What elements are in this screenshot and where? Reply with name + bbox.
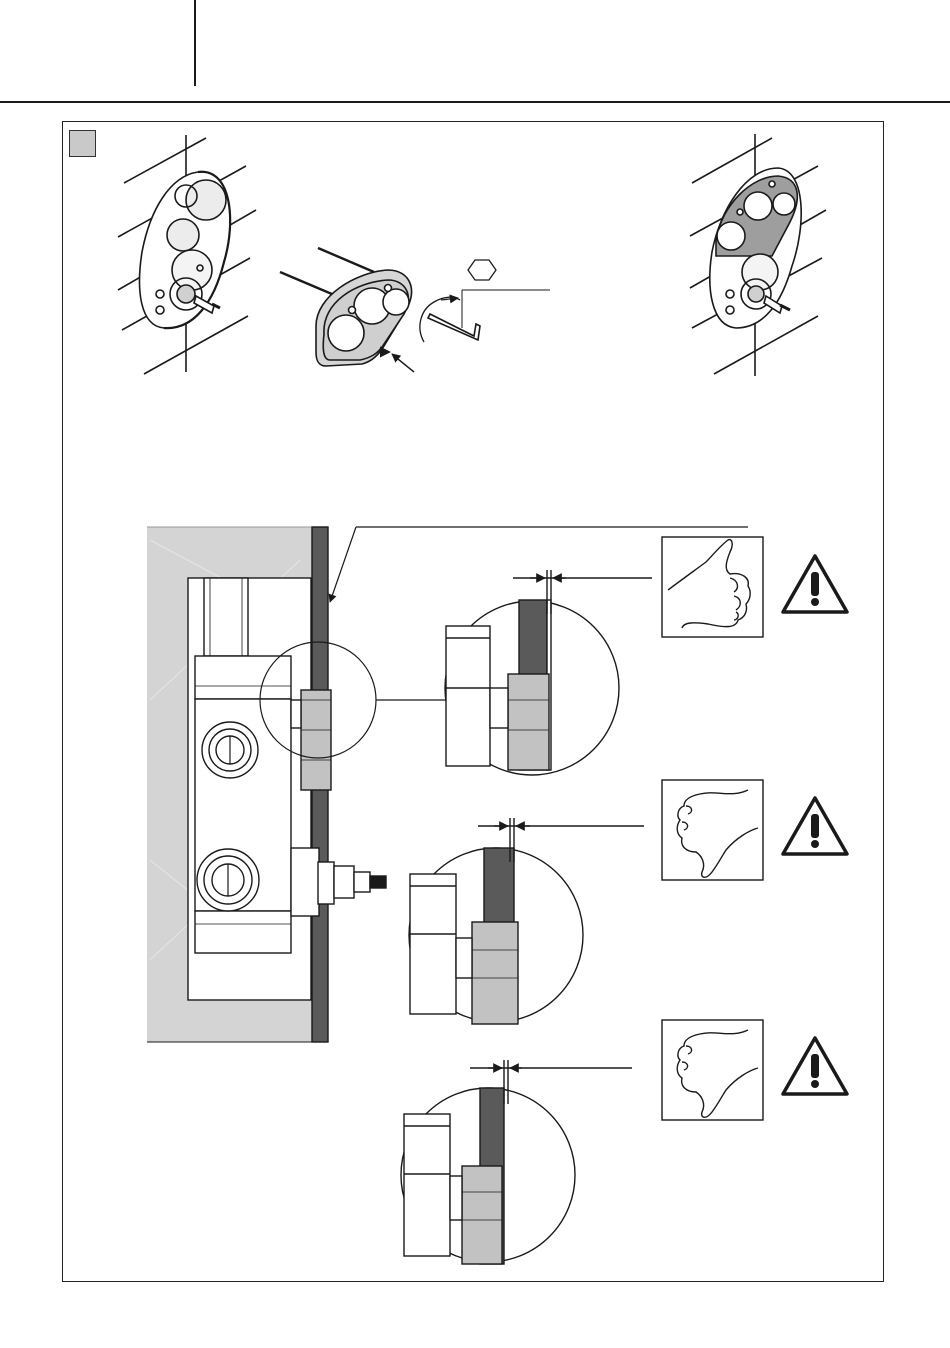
warning-triangle-icon (783, 556, 847, 612)
warning-triangle-icon (783, 798, 847, 854)
detail-recessed (409, 818, 644, 1024)
valve-body-in-wall (118, 135, 256, 374)
warning-triangle-icon (783, 1038, 847, 1094)
plaster-guard-plate-with-rods (280, 244, 460, 372)
plate-fitted-on-valve (690, 134, 826, 376)
thumbs-down-icon (662, 780, 763, 880)
detail-flush (445, 570, 652, 775)
thumbs-down-icon (662, 1020, 763, 1120)
detail-protruding (401, 1060, 632, 1264)
thumbs-up-icon (662, 537, 763, 637)
